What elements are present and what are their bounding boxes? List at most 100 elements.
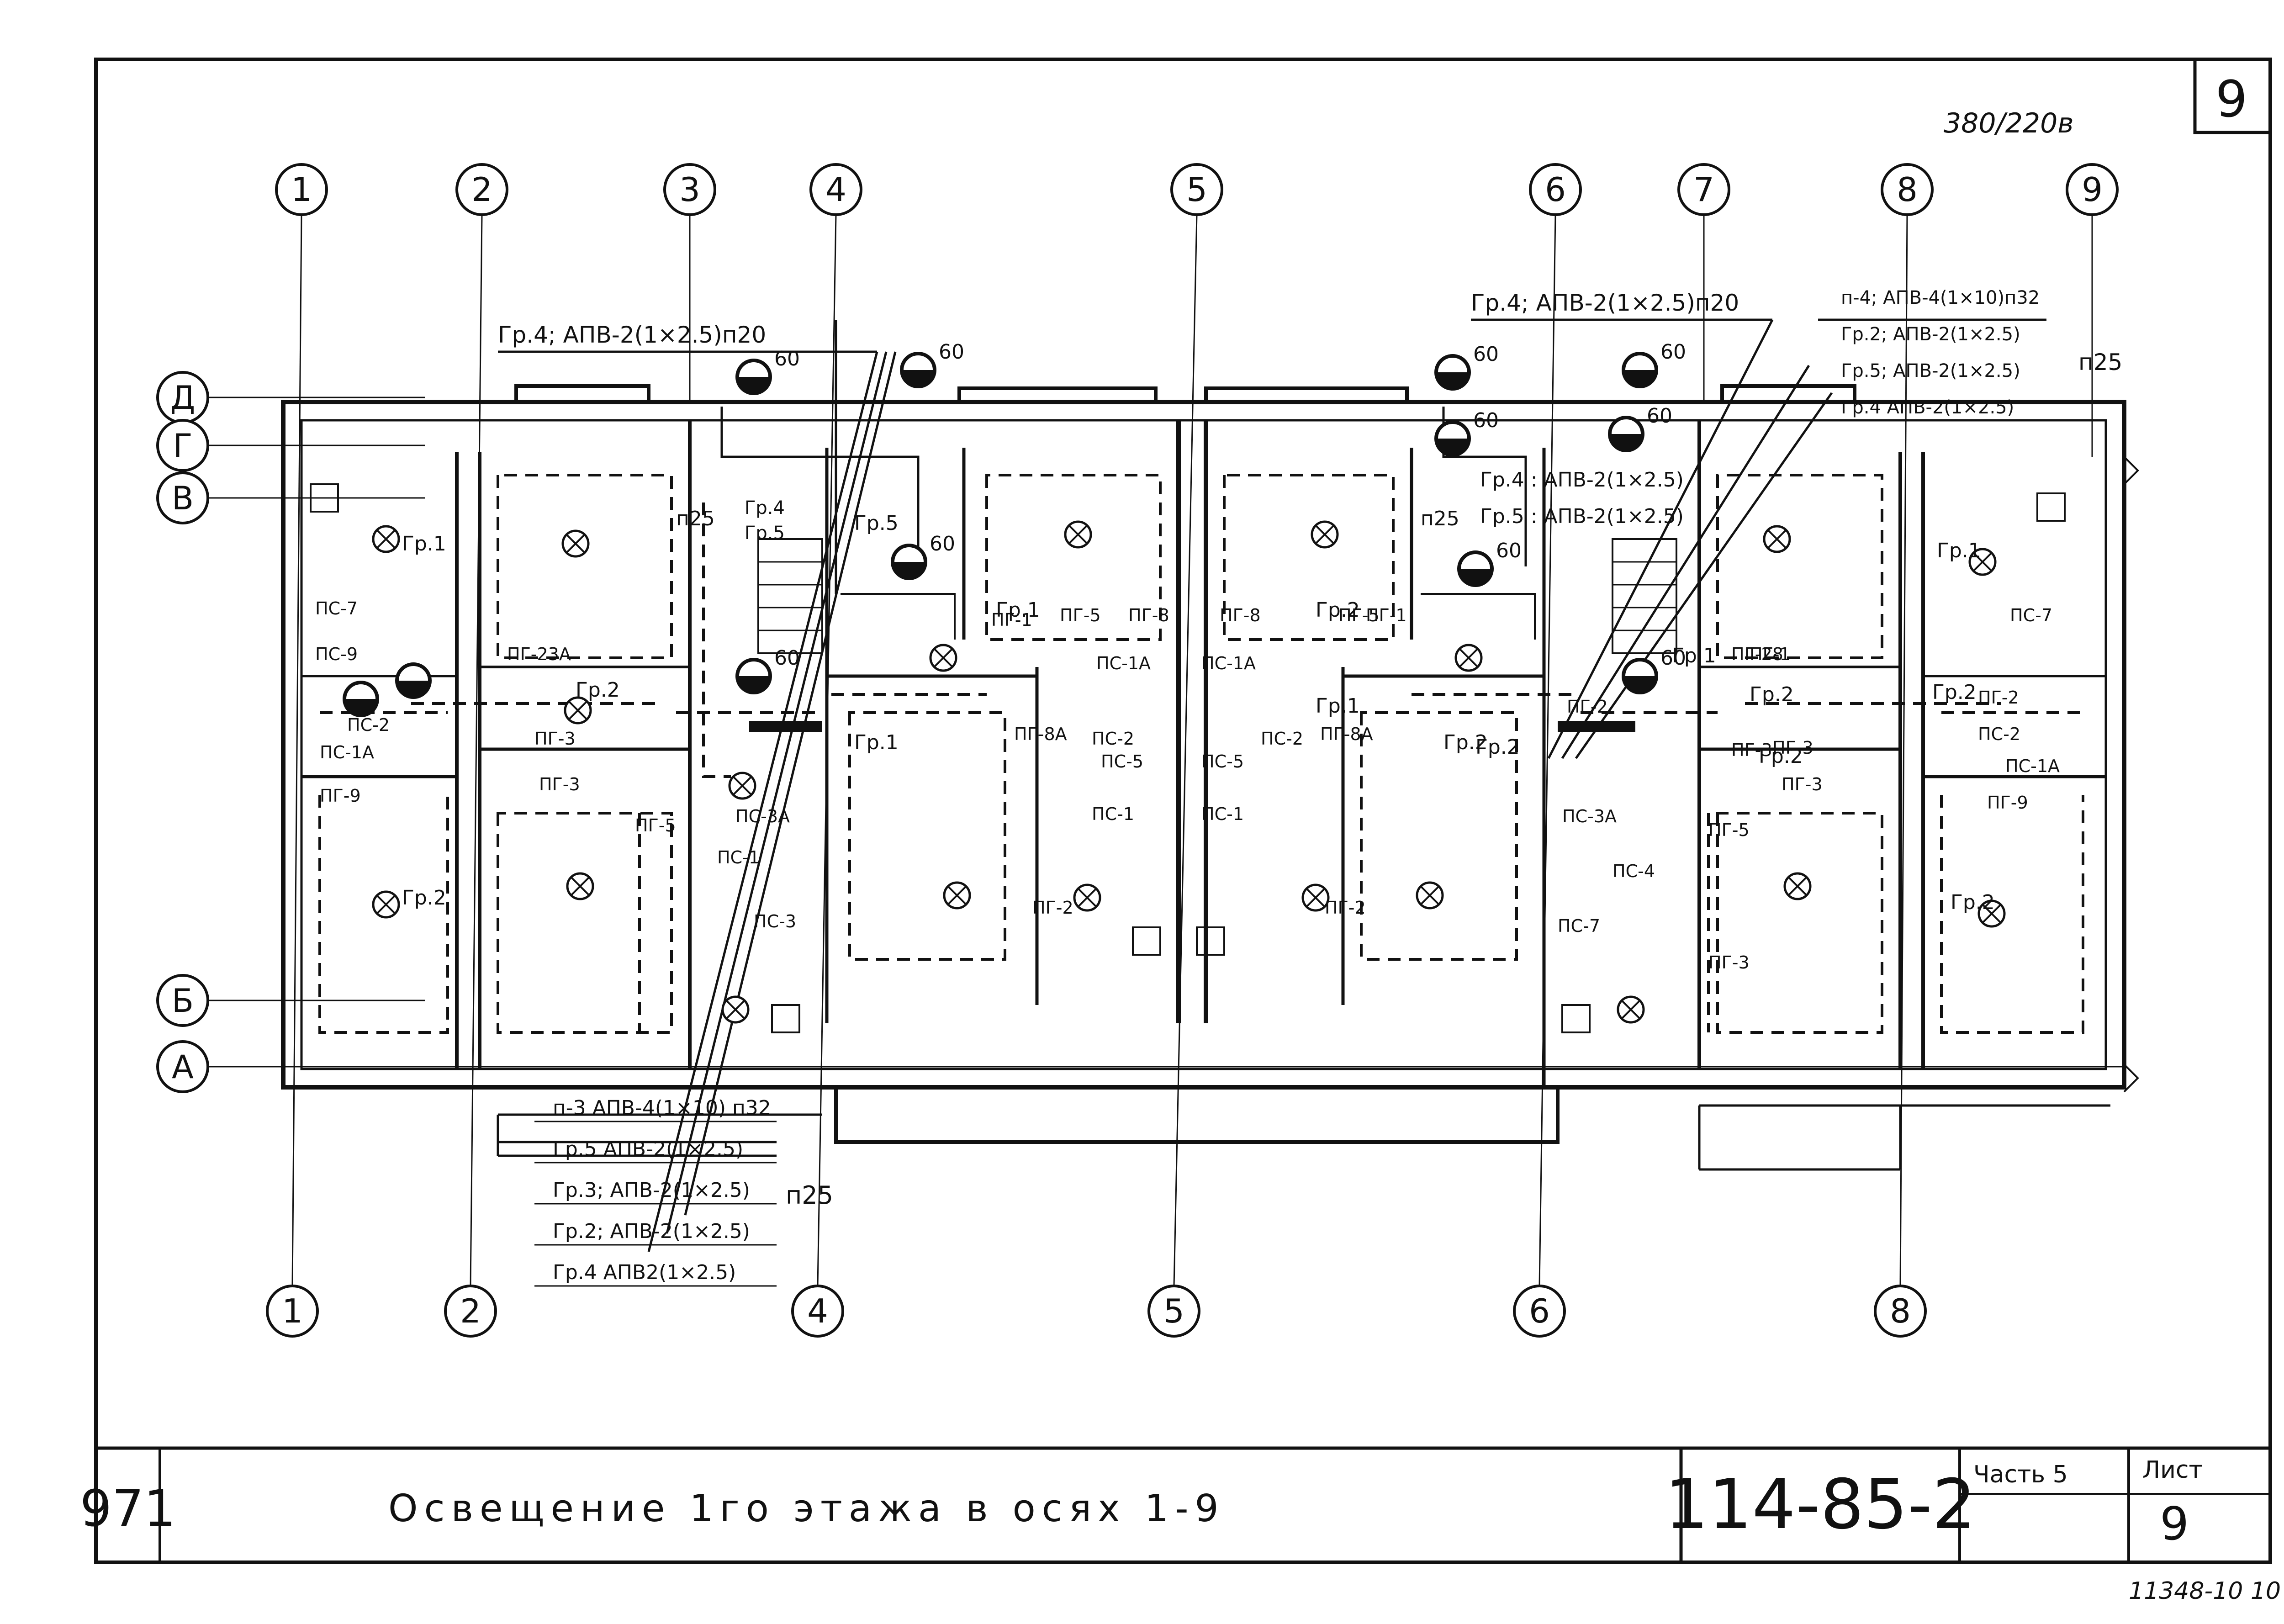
riser-group-label: Гр.4 : АПВ-2(1×2.5) <box>1480 468 1684 492</box>
switch-label: ПС-1А <box>1201 653 1256 673</box>
switch-label: ПГ-3 <box>534 729 576 749</box>
ceiling-fixture-icon <box>1416 881 1444 910</box>
switch-label: ПС-1А <box>2005 756 2060 776</box>
ceiling-fixture-icon <box>721 995 750 1024</box>
ceiling-fixture-icon <box>566 872 594 900</box>
axis-bubble-left-2: В <box>156 471 209 524</box>
lamp-60w: 60 <box>1622 340 1686 388</box>
switch-label: ПС-2 <box>1978 724 2020 744</box>
room-group-label: Гр.2 <box>1475 735 1520 759</box>
axis-bubble-top-7: 8 <box>1881 163 1934 216</box>
room-group-label: Гр.2 <box>1316 598 1360 622</box>
riser-group-label: Гр.5 : АПВ-2(1×2.5) <box>1480 505 1684 528</box>
switch-label: ПГ-8А <box>1320 724 1373 744</box>
voltage-note: 380/220в <box>1944 107 2074 139</box>
ceiling-fixture-icon <box>1064 520 1092 549</box>
ceiling-fixture-icon <box>564 696 592 725</box>
axis-label-bottom: 1 <box>282 1292 303 1330</box>
switch-label: ПГ-9 <box>1987 793 2028 813</box>
axis-bubble-top-4: 5 <box>1170 163 1223 216</box>
lamp-60w: 60 <box>735 646 800 694</box>
ceiling-fixture-icon <box>561 529 590 558</box>
lamp-60w: 60 <box>891 532 955 580</box>
switch-label: ПГ-3 <box>1782 774 1823 794</box>
axis-label-top: 9 <box>2082 170 2103 209</box>
axis-label-bottom: 8 <box>1890 1292 1911 1330</box>
cable-block-right-line: Гр.5; АПВ-2(1×2.5) <box>1841 360 2020 381</box>
cable-label-top-right: Гр.4; АПВ-2(1×2.5)п20 <box>1471 290 1739 316</box>
axis-bubble-left-1: Г <box>156 419 209 472</box>
switch-label: ПС-7 <box>2010 605 2052 625</box>
switch-label: ПС-5 <box>1101 751 1143 772</box>
switch-label: ПС-1 <box>1092 804 1134 824</box>
ceiling-fixture-icon <box>929 644 957 672</box>
switch-label: ПС-2 <box>1092 729 1134 749</box>
axis-bubble-bottom-3: 5 <box>1147 1285 1200 1338</box>
lamp-wattage: 60 <box>939 340 964 364</box>
room-group-label: Гр.1 <box>1672 644 1716 667</box>
axis-label-top: 3 <box>679 170 700 209</box>
room-group-label: Гр.1 <box>1316 694 1360 718</box>
room-group-label: Гр.2 <box>576 678 620 702</box>
lamp-60w: 60 <box>1608 404 1672 452</box>
axis-label-left: В <box>172 480 194 517</box>
room-group-label: Гр.2 <box>1951 891 1995 914</box>
room-group-label: Гр.1 <box>854 731 899 754</box>
switch-label: ПГ-1 <box>991 610 1032 630</box>
axis-bubble-left-3: Б <box>156 974 209 1027</box>
lamp-wattage: 60 <box>1647 404 1672 428</box>
axis-line <box>1173 214 1198 1286</box>
ceiling-fixture-icon <box>728 772 756 800</box>
riser-pipe-label: п25 <box>676 507 715 530</box>
switch-label: ПГ-3 <box>1731 740 1772 760</box>
project-code: 114-85-2 <box>1665 1465 1976 1545</box>
ceiling-fixture-icon <box>1968 548 1997 576</box>
cable-block-left-pipe: п25 <box>786 1181 833 1210</box>
axis-label-bottom: 6 <box>1529 1292 1550 1330</box>
room-group-label: Гр.2 <box>1443 731 1488 754</box>
drawing-title: Освещение 1го этажа в осях 1-9 <box>388 1487 1225 1530</box>
axis-bubble-top-3: 4 <box>809 163 862 216</box>
axis-line <box>291 214 302 1286</box>
title-block: 971 Освещение 1го этажа в осях 1-9 114-8… <box>80 1446 2270 1562</box>
cable-block-left-line: Гр.5 АПВ-2(1×2.5) <box>553 1137 743 1161</box>
axis-bubble-top-0: 1 <box>275 163 328 216</box>
axis-label-left: Д <box>170 379 196 417</box>
building-walls <box>281 384 2139 1144</box>
lamp-60w: 60 <box>1434 409 1499 457</box>
axis-bubble-bottom-1: 2 <box>444 1285 497 1338</box>
room-group-label: Гр.2 <box>1932 681 1977 704</box>
stove-symbols <box>310 483 2066 1033</box>
switch-label: ПС-7 <box>1558 916 1600 936</box>
axis-label-bottom: 2 <box>460 1292 481 1330</box>
lamp-wattage: 60 <box>1496 539 1522 562</box>
switch-label: ПГ-28 <box>1731 644 1783 664</box>
ceiling-fixture-icon <box>1073 883 1101 912</box>
ceiling-fixture-icon <box>1783 872 1812 900</box>
axis-bubble-left-4: А <box>156 1040 209 1093</box>
switch-label: ПГ-2 <box>1325 898 1366 918</box>
room-group-label: Гр.1 <box>996 598 1040 622</box>
room-group-label: Гр.1 <box>1937 539 1981 562</box>
switch-label: ПГ-5 <box>1060 605 1101 625</box>
wiring-runs <box>318 474 2084 1034</box>
switch-label: ПГ-1 <box>1750 644 1791 664</box>
riser-group-label: Гр.4 <box>745 497 785 518</box>
group-label: Гр.5 <box>854 512 899 535</box>
switch-label: ПГ-8 <box>1128 605 1169 625</box>
lamp-wattage: 60 <box>774 646 800 670</box>
switch-label: ПГ-8А <box>1014 724 1067 744</box>
lamp-60w: 60 <box>1457 539 1522 587</box>
axis-label-top: 2 <box>471 170 492 209</box>
axis-label-bottom: 4 <box>807 1292 828 1330</box>
axis-label-left: Б <box>172 982 194 1020</box>
switch-label: ПС-1А <box>1096 653 1151 673</box>
room-group-label: Гр.2 <box>402 886 446 910</box>
axis-bubble-top-6: 7 <box>1677 163 1730 216</box>
sheet-number: 9 <box>2160 1497 2189 1550</box>
cable-label-top-left: Гр.4; АПВ-2(1×2.5)п20 <box>498 322 766 348</box>
switch-label: ПГ-8 <box>1220 605 1261 625</box>
ceiling-fixture-icon <box>372 890 400 919</box>
cable-block-right-line: Гр.2; АПВ-2(1×2.5) <box>1841 324 2020 345</box>
